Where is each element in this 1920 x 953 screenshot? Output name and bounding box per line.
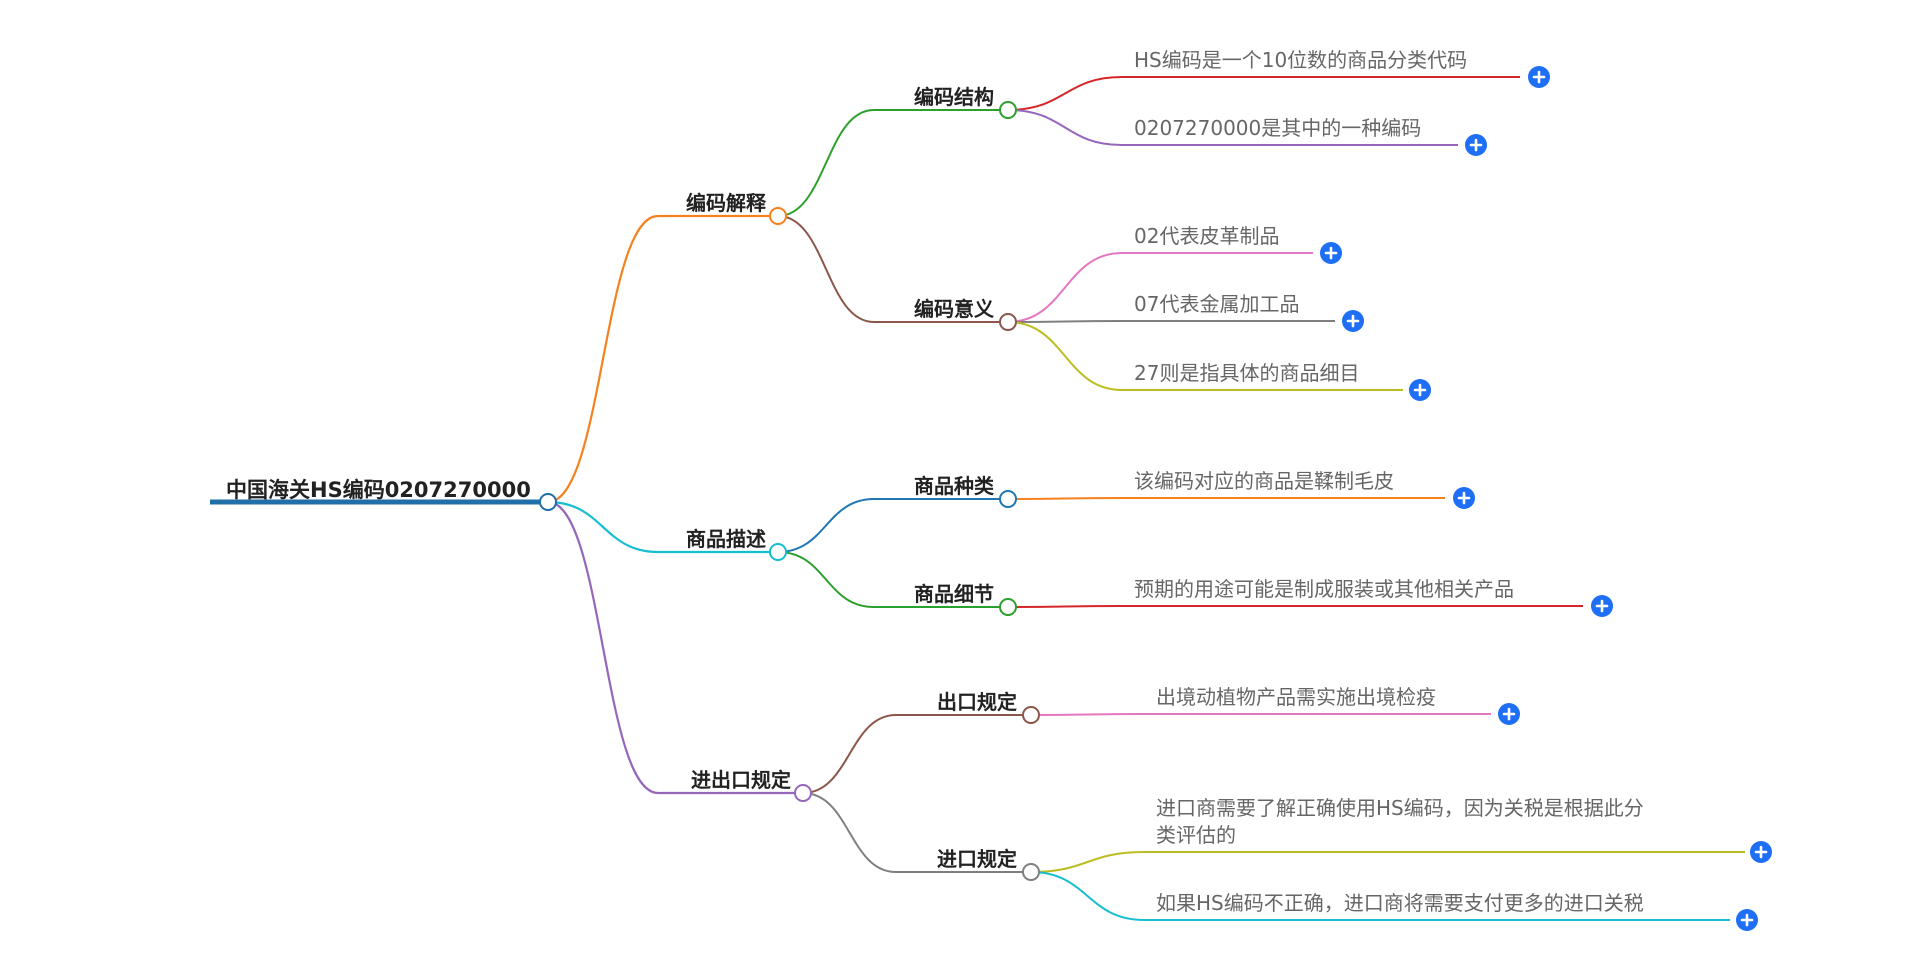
leaf-connector	[1007, 320, 1123, 323]
subtopic-label: 编码意义	[914, 297, 994, 321]
subtopic-node[interactable]	[1022, 863, 1040, 881]
leaf-text: 该编码对应的商品是鞣制毛皮	[1134, 469, 1394, 493]
leaf-text: 02代表皮革制品	[1134, 224, 1279, 248]
leaf-connector	[1007, 252, 1123, 323]
subtopic-connector	[777, 109, 875, 217]
subtopic-node[interactable]	[999, 101, 1017, 119]
expand-plus-icon[interactable]	[1528, 66, 1550, 88]
leaf-connector	[1007, 109, 1123, 146]
subtopic-label: 进口规定	[937, 847, 1017, 871]
expand-plus-icon[interactable]	[1498, 703, 1520, 725]
subtopic-label: 编码结构	[914, 85, 994, 109]
subtopic-label: 出口规定	[937, 690, 1017, 714]
leaf-text: 07代表金属加工品	[1134, 292, 1299, 316]
expand-plus-icon[interactable]	[1465, 134, 1487, 156]
branch-topic-node[interactable]	[769, 207, 787, 225]
leaf-text: 进口商需要了解正确使用HS编码，因为关税是根据此分	[1156, 796, 1644, 820]
branch-topic-node[interactable]	[769, 543, 787, 561]
leaf-connector	[1007, 321, 1123, 391]
expand-plus-icon[interactable]	[1409, 379, 1431, 401]
subtopic-label: 商品种类	[914, 474, 994, 498]
subtopic-connector	[802, 792, 897, 873]
subtopic-connector	[802, 714, 897, 794]
leaf-text: 27则是指具体的商品细目	[1134, 361, 1359, 385]
connector-layer	[210, 76, 1745, 921]
leaf-text: 出境动植物产品需实施出境检疫	[1156, 685, 1436, 709]
leaf-text: 类评估的	[1156, 823, 1236, 847]
subtopic-connector	[777, 215, 875, 323]
branch-connector	[547, 500, 659, 795]
expand-plus-icon[interactable]	[1320, 242, 1342, 264]
root-topic-label: 中国海关HS编码0207270000	[226, 478, 531, 502]
leaf-text: HS编码是一个10位数的商品分类代码	[1134, 48, 1467, 72]
subtopic-node[interactable]	[1022, 706, 1040, 724]
leaf-text: 0207270000是其中的一种编码	[1134, 116, 1421, 140]
branch-topic-label: 编码解释	[686, 191, 767, 215]
expand-plus-icon[interactable]	[1453, 487, 1475, 509]
leaf-connector	[1030, 851, 1145, 873]
expand-plus-icon[interactable]	[1750, 841, 1772, 863]
subtopic-label: 商品细节	[914, 582, 994, 606]
leaf-connector	[1030, 713, 1145, 716]
leaf-connector	[1007, 76, 1123, 111]
leaf-text: 预期的用途可能是制成服装或其他相关产品	[1134, 577, 1514, 601]
expand-plus-icon[interactable]	[1342, 310, 1364, 332]
node-layer: 中国海关HS编码0207270000 编码解释 编码结构 HS编码是一个10位数的商品…	[226, 48, 1772, 931]
subtopic-node[interactable]	[999, 490, 1017, 508]
branch-topic-label: 商品描述	[686, 527, 766, 551]
expand-plus-icon[interactable]	[1736, 909, 1758, 931]
branch-connector	[547, 500, 659, 554]
subtopic-node[interactable]	[999, 313, 1017, 331]
leaf-connector	[1007, 605, 1123, 608]
root-topic-node[interactable]	[539, 493, 557, 511]
branch-topic-node[interactable]	[794, 784, 812, 802]
subtopic-connector	[777, 498, 875, 553]
subtopic-node[interactable]	[999, 598, 1017, 616]
leaf-connector	[1030, 871, 1145, 921]
expand-plus-icon[interactable]	[1591, 595, 1613, 617]
branch-connector	[547, 214, 659, 504]
leaf-text: 如果HS编码不正确，进口商将需要支付更多的进口关税	[1156, 891, 1644, 915]
leaf-connector	[1007, 497, 1123, 500]
subtopic-connector	[777, 551, 875, 608]
branch-topic-label: 进出口规定	[691, 768, 791, 792]
